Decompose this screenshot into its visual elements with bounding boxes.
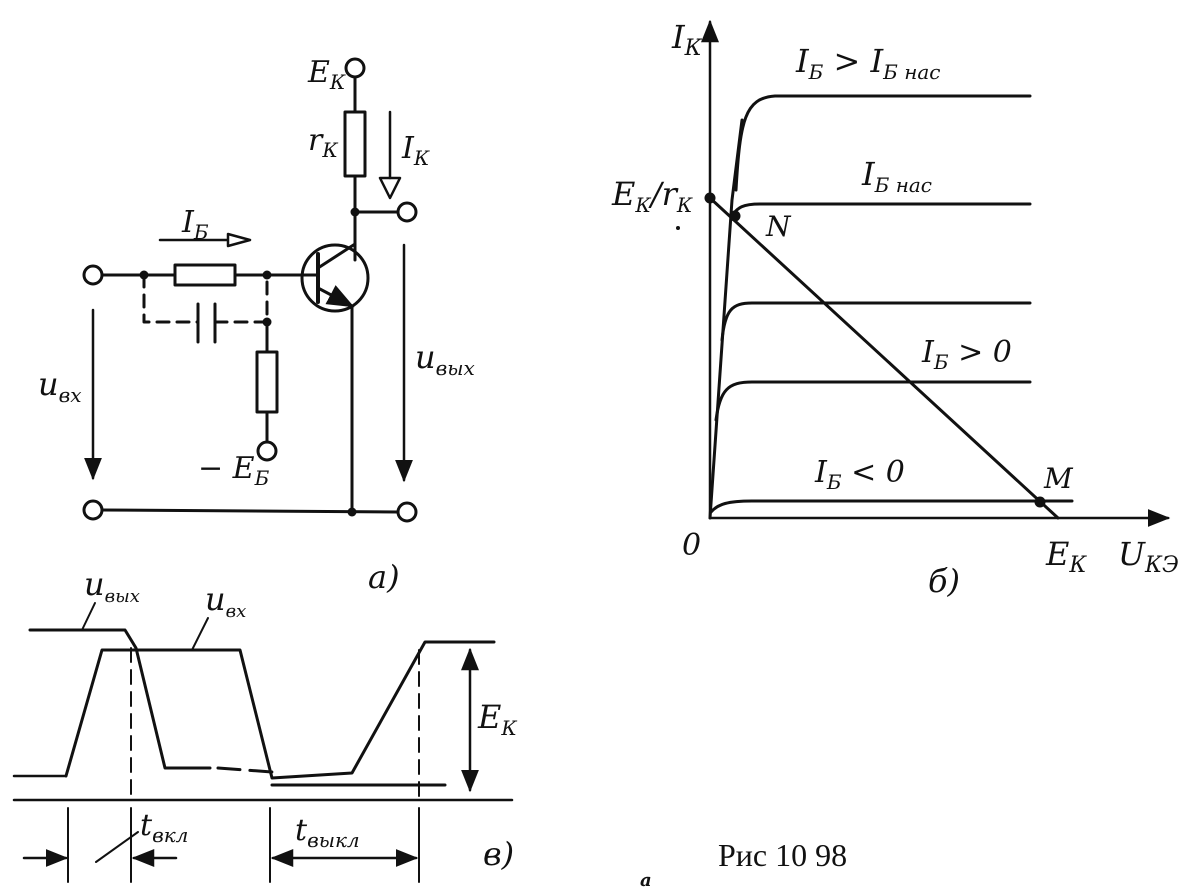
load-line: [708, 196, 1060, 520]
curve-label-ib-above-sat: IБ > IБ нас: [795, 42, 941, 84]
supply-label: EК: [307, 55, 346, 94]
curve-label-ib-negative: IБ < 0: [814, 455, 905, 494]
output-terminal-bottom: [396, 501, 418, 523]
point-n-label: N: [765, 210, 792, 243]
curve-ib-positive: [714, 380, 1032, 422]
amplitude-label: EК: [477, 698, 517, 740]
output-waveform-label: uвых: [84, 565, 140, 607]
y-intercept-label: EК/rК: [611, 175, 693, 217]
base-resistor: [173, 263, 237, 287]
origin-label: 0: [682, 528, 701, 563]
output-characteristics: IК UКЭ 0 EК EК/rК N M IБ > IБ нас IБ нас…: [611, 18, 1179, 600]
output-terminal-top: [396, 201, 418, 223]
panel-b-label: б): [928, 562, 960, 600]
bias-resistor: [255, 350, 279, 414]
output-voltage-label: uвых: [415, 338, 475, 380]
x-axis-label: UКЭ: [1118, 535, 1179, 578]
base-current-label: IБ: [181, 205, 209, 244]
curve-ib-negative: [709, 499, 1074, 514]
input-waveform-label: uвх: [205, 580, 246, 622]
input-terminal-bottom: [82, 499, 104, 521]
transistor: [300, 243, 370, 313]
t-on-label: tвкл: [140, 808, 188, 847]
input-waveform: [64, 640, 496, 780]
collector-resistor: [343, 110, 367, 178]
collector-current-arrow: [378, 176, 402, 200]
t-off-label: tвыкл: [295, 813, 360, 852]
output-waveform: [28, 628, 212, 770]
point-m-dot: [1034, 496, 1046, 508]
y-intercept-dot: [704, 192, 716, 204]
collector-current-label: IК: [401, 131, 430, 170]
point-n-dot: [729, 210, 741, 222]
x-intercept-label: EК: [1045, 535, 1087, 578]
stray-mark: a: [640, 870, 652, 890]
input-terminal-top: [82, 264, 104, 286]
input-voltage-label: uвх: [38, 365, 82, 407]
speedup-capacitor-wire: [142, 273, 269, 324]
bias-terminal: [256, 440, 278, 462]
curve-ib-above-sat: [734, 94, 1032, 192]
curve-mid: [720, 301, 1032, 342]
panel-a-label: а): [368, 558, 400, 596]
panel-c-label: в): [483, 835, 514, 873]
collector-resistor-label: rК: [308, 123, 338, 162]
point-m-label: M: [1043, 462, 1074, 495]
supply-terminal: [344, 57, 366, 79]
y-axis-label: IК: [671, 18, 703, 61]
bias-label: − EБ: [198, 451, 270, 490]
circuit-diagram: EК rК IК IБ − EБ uвх uвых а): [38, 55, 475, 596]
switching-waveforms: EК tвкл tвыкл uвых uвх в): [12, 565, 517, 883]
base-current-arrow: [158, 232, 252, 248]
figure-caption: Рис 10 98: [718, 837, 847, 873]
curve-label-ib-sat: IБ нас: [861, 155, 932, 197]
curve-label-ib-positive: IБ > 0: [921, 335, 1012, 374]
